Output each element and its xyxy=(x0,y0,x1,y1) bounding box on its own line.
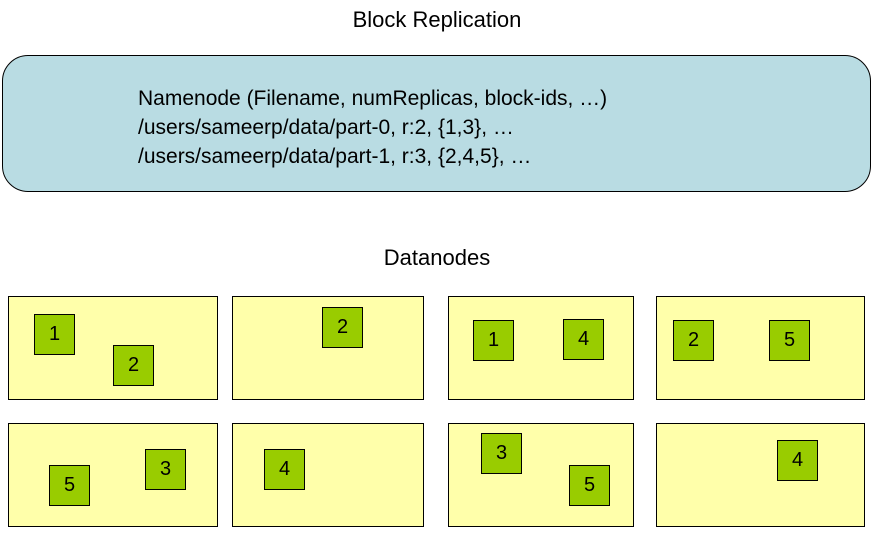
block-5: 5 xyxy=(769,320,810,361)
datanodes-heading: Datanodes xyxy=(383,245,491,270)
datanode-2: 2 xyxy=(232,296,424,400)
namenode-header-line: Namenode (Filename, numReplicas, block-i… xyxy=(138,87,608,110)
block-1: 1 xyxy=(473,320,514,361)
namenode-file-entry-part1: /users/sameerp/data/part-1, r:3, {2,4,5}… xyxy=(138,145,532,168)
block-2: 2 xyxy=(113,345,154,386)
block-4: 4 xyxy=(563,319,604,360)
block-5: 5 xyxy=(49,465,90,506)
block-4: 4 xyxy=(264,449,305,490)
namenode-box: Namenode (Filename, numReplicas, block-i… xyxy=(2,55,871,192)
datanode-8: 4 xyxy=(656,423,865,527)
datanode-6: 4 xyxy=(232,423,424,527)
block-1: 1 xyxy=(34,314,75,355)
block-2: 2 xyxy=(322,307,363,348)
block-3: 3 xyxy=(481,433,522,474)
block-5: 5 xyxy=(569,465,610,506)
diagram-title: Block Replication xyxy=(352,7,522,32)
namenode-file-entry-part0: /users/sameerp/data/part-0, r:2, {1,3}, … xyxy=(138,116,514,139)
block-4: 4 xyxy=(777,440,818,481)
block-3: 3 xyxy=(145,449,186,490)
block-2: 2 xyxy=(673,320,714,361)
